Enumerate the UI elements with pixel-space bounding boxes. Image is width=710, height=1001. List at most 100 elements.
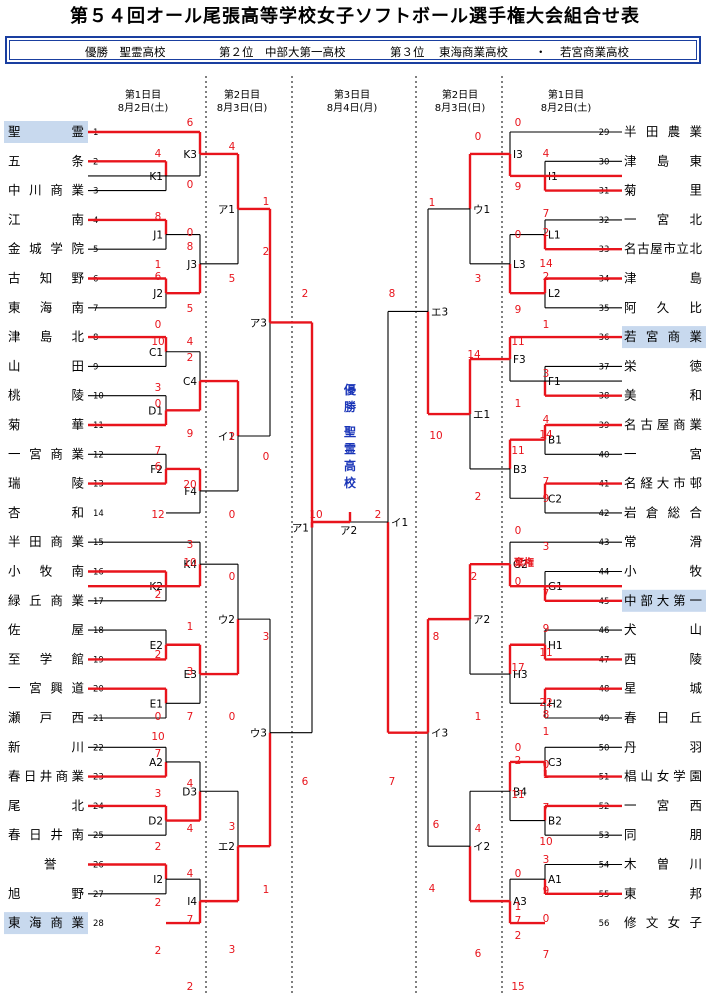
team-name: 東 海 南 <box>8 300 84 315</box>
score-label: 2 <box>515 930 522 942</box>
day-header-date: 8月2日(土) <box>541 101 592 114</box>
score-label: 4 <box>187 336 194 348</box>
score-label: 7 <box>187 914 194 926</box>
team-name: 春日井商業 <box>8 769 84 784</box>
score-label: 5 <box>187 303 194 315</box>
match-label: F4 <box>184 486 197 498</box>
winner-text: 優勝 聖霊高校 <box>85 45 166 59</box>
score-label: 3 <box>155 382 162 394</box>
third-place-label: 第３位 <box>390 45 425 59</box>
score-label: 9 <box>543 623 550 635</box>
team-name: 菊 里 <box>624 183 702 198</box>
score-label: 2 <box>543 227 550 239</box>
score-label: 1 <box>263 884 270 896</box>
champion-text: 霊 <box>344 442 356 456</box>
score-label: 2 <box>155 945 162 957</box>
team-number: 5 <box>93 245 98 255</box>
team-number: 40 <box>599 450 610 460</box>
match-label: ア2 <box>473 614 490 626</box>
score-label: 9 <box>515 304 522 316</box>
score-label: 8 <box>543 709 550 721</box>
team-name: 東 邦 <box>624 886 702 901</box>
score-label: 2 <box>155 897 162 909</box>
team-name: 星 城 <box>624 681 702 696</box>
score-label: 8 <box>187 241 194 253</box>
match-label: L2 <box>548 288 561 300</box>
score-label: 10 <box>151 731 164 743</box>
team-name: 中部大第一 <box>624 593 702 608</box>
score-label: 0 <box>515 525 522 537</box>
team-name: 常 滑 <box>624 534 702 549</box>
third-place-team-b: 若宮商業高校 <box>560 45 629 59</box>
team-name: 山 田 <box>8 358 84 373</box>
team-name: 小 牧 <box>624 564 702 579</box>
score-label: 2 <box>229 431 236 443</box>
score-label: 3 <box>543 541 550 553</box>
team-number: 46 <box>599 626 610 636</box>
score-label: 3 <box>263 631 270 643</box>
team-number: 14 <box>93 509 104 519</box>
match-label: J3 <box>186 259 197 271</box>
score-label: 2 <box>155 841 162 853</box>
score-label: 10 <box>429 430 442 442</box>
score-label: 0 <box>187 227 194 239</box>
match-label: H3 <box>513 669 528 681</box>
seed-highlight <box>4 912 88 935</box>
team-name: 古 知 野 <box>8 271 84 286</box>
day-header-title: 第2日目 <box>442 88 478 101</box>
team-name: 木 曽 川 <box>624 857 702 872</box>
score-label: 1 <box>543 726 550 738</box>
score-label: 9 <box>187 428 194 440</box>
score-label: 7 <box>155 748 162 760</box>
seed-highlight <box>622 589 706 612</box>
team-number: 53 <box>599 831 610 841</box>
team-name: 津 島 北 <box>8 329 84 344</box>
score-label: 0 <box>515 868 522 880</box>
score-label: 1 <box>429 197 436 209</box>
team-name: 金城学院 <box>8 241 84 256</box>
score-label: 6 <box>155 461 162 473</box>
match-label: A1 <box>548 874 562 886</box>
score-label: 1 <box>475 711 482 723</box>
team-name: 小 牧 南 <box>8 564 84 579</box>
team-name: 中川商業 <box>8 183 84 198</box>
score-label: 10 <box>151 336 164 348</box>
day-header-title: 第2日目 <box>224 88 260 101</box>
team-name: 春日井南 <box>8 827 84 842</box>
team-name: 杏 和 <box>8 505 84 520</box>
score-label: 0 <box>229 509 236 521</box>
match-label: K1 <box>149 171 163 183</box>
score-label: 1 <box>187 621 194 633</box>
score-label: 9 <box>515 181 522 193</box>
match-label: H1 <box>548 640 563 652</box>
score-label: 2 <box>302 288 309 300</box>
score-label: 20 <box>183 479 196 491</box>
score-label: 3 <box>187 539 194 551</box>
team-name: 半田商業 <box>8 534 84 549</box>
match-label: ア1 <box>218 204 235 216</box>
score-label: 4 <box>155 148 162 160</box>
score-label: 1 <box>515 398 522 410</box>
match-label: ア1 <box>292 523 309 535</box>
score-label: 0 <box>475 131 482 143</box>
score-label: 4 <box>229 141 236 153</box>
score-label: 4 <box>543 148 550 160</box>
day-header-date: 8月3日(日) <box>217 102 268 114</box>
match-label: A3 <box>513 896 527 908</box>
score-label: 7 <box>187 711 194 723</box>
champion-text: 高 <box>344 458 356 473</box>
score-label: 3 <box>543 854 550 866</box>
team-name: 至 学 館 <box>8 651 84 666</box>
score-label: 0 <box>155 398 162 410</box>
score-label: 12 <box>151 509 164 521</box>
team-name: 五 条 <box>8 153 84 168</box>
team-number: 27 <box>93 890 104 900</box>
forfeit-label: 棄権 <box>513 556 534 569</box>
match-label: イ1 <box>391 517 408 529</box>
match-label: エ3 <box>431 306 448 318</box>
team-name: 一 宮 西 <box>624 798 702 813</box>
team-name: 同 朋 <box>624 827 702 842</box>
score-label: 0 <box>543 759 550 771</box>
score-label: 6 <box>155 271 162 283</box>
score-label: 4 <box>475 823 482 835</box>
